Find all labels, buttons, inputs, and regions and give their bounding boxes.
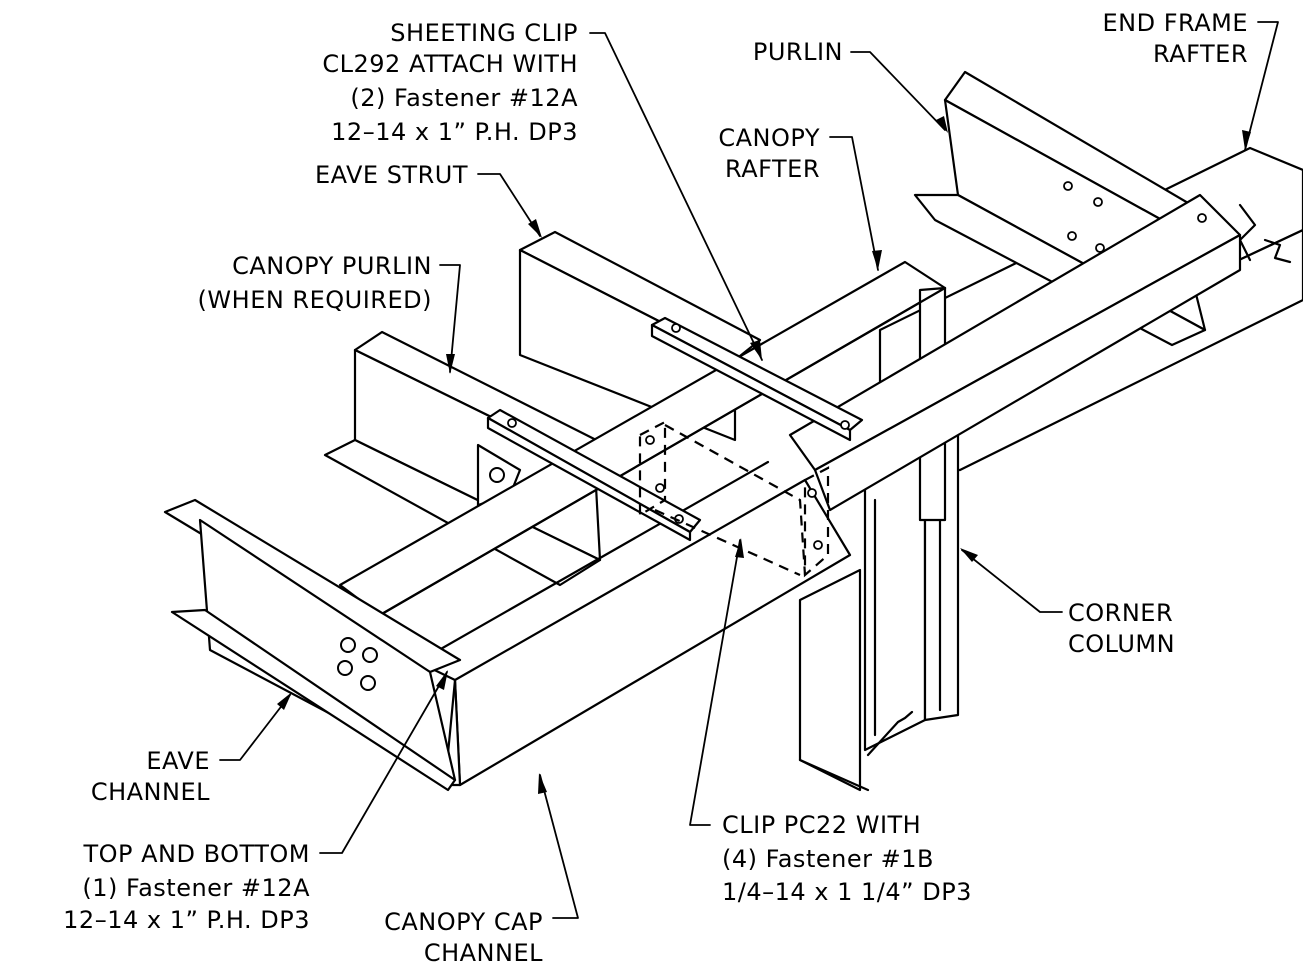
leaders <box>219 21 1279 919</box>
label-top-bottom-line-2: (1) Fastener #12A <box>82 874 310 902</box>
clip-pc22 <box>638 420 830 578</box>
label-canopy-rafter-line-2: RAFTER <box>725 155 820 183</box>
leader-end-frame-rafter <box>1244 21 1279 151</box>
arrow-clip-pc22 <box>735 538 744 558</box>
arrow-purlin <box>936 116 948 133</box>
arrow-end-frame-rafter <box>1242 130 1251 150</box>
sheeting-clip <box>486 316 864 542</box>
leader-clip-pc22 <box>689 539 741 826</box>
eave-channel <box>163 498 462 792</box>
arrow-canopy-cap-channel <box>538 773 547 794</box>
leader-sheeting-clip <box>589 32 763 361</box>
label-sheeting-clip-line-4: 12–14 x 1” P.H. DP3 <box>331 118 578 146</box>
arrow-corner-column <box>960 548 978 562</box>
leader-purlin <box>850 51 946 131</box>
arrow-canopy-rafter <box>872 250 882 270</box>
label-end-frame-rafter-line-2: RAFTER <box>1153 40 1248 68</box>
label-canopy-rafter-line-1: CANOPY <box>718 124 820 152</box>
label-canopy-purlin-line-2: (WHEN REQUIRED) <box>198 286 432 314</box>
label-top-bottom-line-3: 12–14 x 1” P.H. DP3 <box>63 906 310 934</box>
arrow-canopy-purlin <box>446 354 455 374</box>
label-canopy-cap-channel-line-2: CHANNEL <box>424 939 543 966</box>
label-clip-pc22-line-2: (4) Fastener #1B <box>722 845 934 873</box>
label-eave-channel-line-2: CHANNEL <box>91 778 210 806</box>
leader-corner-column <box>961 549 1063 613</box>
arrow-eave-strut <box>528 219 542 238</box>
label-top-bottom-line-1: TOP AND BOTTOM <box>82 840 310 868</box>
label-canopy-purlin-line-1: CANOPY PURLIN <box>232 252 432 280</box>
arrow-eave-channel <box>277 692 292 710</box>
end-frame-rafter-flange <box>788 193 1242 512</box>
callouts: SHEETING CLIP CL292 ATTACH WITH (2) Fast… <box>63 9 1248 966</box>
label-canopy-cap-channel-line-1: CANOPY CAP <box>384 908 543 936</box>
leader-canopy-purlin <box>439 264 461 373</box>
label-eave-strut: EAVE STRUT <box>315 161 468 189</box>
leader-eave-channel <box>219 694 291 761</box>
leader-top-bottom <box>319 671 448 854</box>
arrow-sheeting-clip <box>750 340 762 360</box>
arrow-top-bottom <box>436 670 448 690</box>
label-sheeting-clip-line-1: SHEETING CLIP <box>390 19 578 47</box>
label-end-frame-rafter-line-1: END FRAME <box>1102 9 1248 37</box>
label-eave-channel-line-1: EAVE <box>146 747 210 775</box>
label-clip-pc22-line-3: 1/4–14 x 1 1/4” DP3 <box>722 878 972 906</box>
label-corner-column-line-1: CORNER <box>1068 599 1173 627</box>
label-clip-pc22-line-1: CLIP PC22 WITH <box>722 811 921 839</box>
leader-eave-strut <box>477 173 541 237</box>
label-sheeting-clip-line-2: CL292 ATTACH WITH <box>322 50 578 78</box>
leader-canopy-cap-channel <box>539 774 579 919</box>
leader-canopy-rafter <box>829 136 879 271</box>
label-sheeting-clip-line-3: (2) Fastener #12A <box>350 84 578 112</box>
label-corner-column-line-2: COLUMN <box>1068 630 1175 658</box>
label-purlin: PURLIN <box>753 38 843 66</box>
